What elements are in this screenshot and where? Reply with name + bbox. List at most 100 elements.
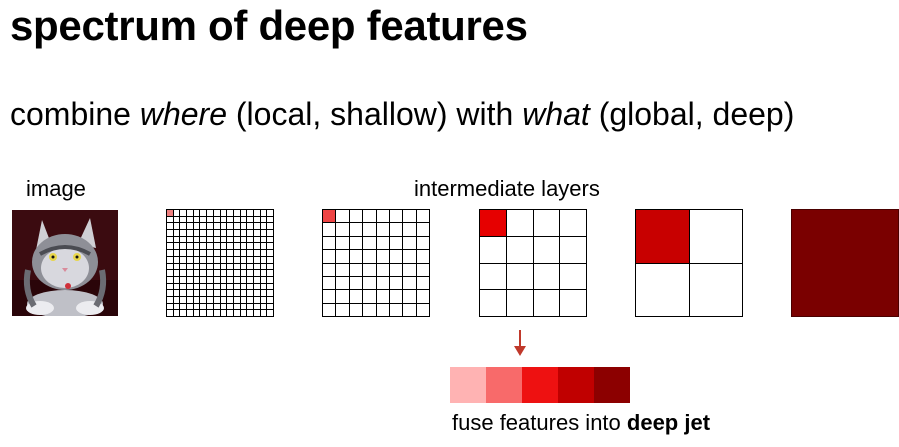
grid-cell	[403, 250, 416, 263]
grid-cell	[403, 223, 416, 236]
grid-cell	[227, 303, 233, 310]
grid-cell	[193, 216, 200, 223]
grid-cell	[323, 276, 336, 290]
grid-cell	[173, 243, 180, 250]
grid-cell	[240, 236, 247, 243]
grid-cell	[220, 236, 227, 243]
grid-cell	[173, 296, 180, 303]
grid-cell	[173, 216, 180, 223]
grid-cell	[376, 263, 389, 276]
grid-cell	[173, 263, 180, 270]
grid-cell	[260, 223, 267, 230]
grid-cell	[336, 250, 349, 263]
grid-cell	[323, 290, 336, 303]
grid-cell	[349, 210, 363, 223]
grid-cell	[260, 270, 267, 276]
grid-cell	[193, 263, 200, 270]
grid-cell	[220, 256, 227, 263]
grid-cell	[193, 290, 200, 296]
grid-cell	[267, 216, 273, 223]
grid-cell	[267, 263, 273, 270]
grid-cell	[363, 276, 376, 290]
grid-cell	[220, 270, 227, 276]
grid-cell	[260, 230, 267, 236]
grid-cell	[180, 276, 187, 283]
grid-cell	[187, 243, 193, 250]
grid-cell	[376, 290, 389, 303]
grid-cell	[193, 296, 200, 303]
grid-cell	[253, 250, 260, 256]
grid-cell	[336, 223, 349, 236]
grid-cell	[267, 250, 273, 256]
grid-cell	[240, 243, 247, 250]
grid-cell	[167, 283, 173, 290]
grid-cell	[240, 256, 247, 263]
grid-cell	[227, 250, 233, 256]
grid-cell	[173, 223, 180, 230]
grid-cell	[253, 223, 260, 230]
down-arrow-icon	[514, 330, 526, 356]
grid-cell	[180, 216, 187, 223]
grid-cell	[247, 276, 253, 283]
grid-cell	[220, 223, 227, 230]
subtitle-text-3: (global, deep)	[589, 96, 795, 132]
grid-cell	[213, 256, 220, 263]
grid-cell	[233, 290, 240, 296]
grid-cell	[247, 223, 253, 230]
grid-cell	[173, 310, 180, 316]
grid-cell	[167, 296, 173, 303]
grid-cell	[480, 290, 506, 316]
grid-cell	[349, 290, 363, 303]
grid-cell	[363, 263, 376, 276]
grid-cell	[173, 256, 180, 263]
grid-cell	[167, 263, 173, 270]
grid-cell	[220, 283, 227, 290]
grid-cell	[240, 310, 247, 316]
grid-cell	[187, 216, 193, 223]
grid-cell	[187, 303, 193, 310]
grid-cell	[227, 223, 233, 230]
grid-cell	[233, 310, 240, 316]
grid-cell	[187, 256, 193, 263]
grid-cell	[247, 263, 253, 270]
grid-cell	[207, 310, 213, 316]
grid-cell	[180, 310, 187, 316]
grid-cell	[180, 243, 187, 250]
grid-cell	[336, 210, 349, 223]
grid-cell	[267, 290, 273, 296]
grid-cell	[240, 210, 247, 216]
grid-cell	[560, 290, 586, 316]
layer-grid-4	[479, 209, 587, 317]
grid-cell	[363, 250, 376, 263]
grid-cell	[240, 230, 247, 236]
grid-cell	[200, 290, 207, 296]
grid-cell	[267, 303, 273, 310]
grid-cell	[227, 230, 233, 236]
layer-grid-2	[635, 209, 743, 317]
grid-cell	[267, 256, 273, 263]
grid-cell	[213, 263, 220, 270]
grid-cell	[260, 303, 267, 310]
grid-cell	[193, 310, 200, 316]
grid-cell	[207, 263, 213, 270]
grid-cell	[193, 236, 200, 243]
grid-cell	[363, 223, 376, 236]
grid-cell	[689, 263, 742, 316]
grid-cell	[233, 303, 240, 310]
grid-cell	[506, 210, 533, 236]
grid-cell	[233, 210, 240, 216]
grid-cell	[233, 250, 240, 256]
grid-cell	[193, 276, 200, 283]
grid-cell	[187, 263, 193, 270]
grid-cell	[253, 216, 260, 223]
grid-cell	[253, 296, 260, 303]
grid-cell	[253, 210, 260, 216]
grid-cell	[240, 263, 247, 270]
grid-cell	[247, 256, 253, 263]
grid-cell	[233, 216, 240, 223]
grid-cell	[187, 276, 193, 283]
grid-cell	[233, 270, 240, 276]
grid-cell	[416, 263, 429, 276]
grid-cell	[260, 243, 267, 250]
jet-segment-1	[450, 367, 486, 403]
